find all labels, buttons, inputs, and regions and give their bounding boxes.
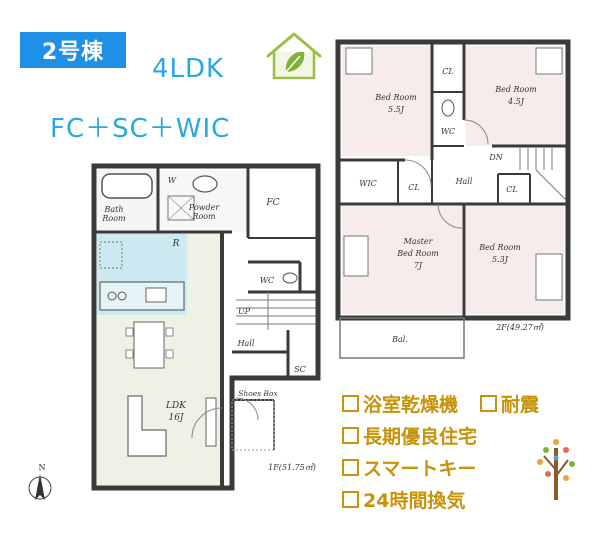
svg-text:Bath: Bath bbox=[103, 205, 123, 214]
svg-text:CL: CL bbox=[442, 67, 453, 76]
svg-text:16J: 16J bbox=[168, 413, 184, 423]
svg-text:Bed Room: Bed Room bbox=[396, 249, 439, 258]
svg-text:Bed Room: Bed Room bbox=[494, 85, 537, 94]
checkbox-icon bbox=[342, 427, 359, 444]
svg-text:R: R bbox=[172, 239, 180, 249]
svg-text:W: W bbox=[168, 176, 177, 185]
house-leaf-icon bbox=[266, 32, 322, 80]
checkbox-icon bbox=[480, 395, 497, 412]
svg-text:4.5J: 4.5J bbox=[507, 97, 525, 106]
layout-type-label: 4LDK bbox=[152, 54, 225, 84]
svg-text:Room: Room bbox=[101, 214, 126, 223]
svg-text:5.3J: 5.3J bbox=[492, 255, 509, 264]
feature-item: スマートキー bbox=[342, 454, 476, 481]
svg-text:LDK: LDK bbox=[165, 401, 187, 411]
svg-text:Powder: Powder bbox=[188, 203, 221, 212]
svg-text:2F(49.27㎡): 2F(49.27㎡) bbox=[495, 323, 544, 332]
svg-text:UP: UP bbox=[238, 307, 251, 316]
svg-text:Bed Room: Bed Room bbox=[374, 93, 417, 102]
checkbox-icon bbox=[342, 459, 359, 476]
svg-text:Shoes Box: Shoes Box bbox=[238, 389, 278, 398]
svg-text:WIC: WIC bbox=[359, 179, 377, 188]
svg-text:FC: FC bbox=[265, 198, 279, 208]
checkbox-icon bbox=[342, 395, 359, 412]
svg-text:N: N bbox=[39, 463, 46, 472]
svg-text:SC: SC bbox=[294, 365, 306, 374]
checkbox-icon bbox=[342, 491, 359, 508]
svg-text:Room: Room bbox=[191, 212, 216, 221]
svg-text:WC: WC bbox=[441, 127, 455, 136]
svg-text:DN: DN bbox=[488, 153, 503, 162]
floor1-plan: Bath Room Powder Room W FC WC UP Hall SC… bbox=[91, 163, 321, 491]
options-label: FC＋SC＋WIC bbox=[50, 114, 231, 144]
svg-text:CL: CL bbox=[506, 185, 517, 194]
feature-item: 耐震 bbox=[480, 390, 539, 417]
tree-icon bbox=[537, 439, 575, 500]
svg-text:Bal.: Bal. bbox=[391, 335, 408, 344]
svg-text:CL: CL bbox=[408, 183, 419, 192]
svg-text:1F(51.75㎡): 1F(51.75㎡) bbox=[268, 463, 316, 472]
svg-text:Hall: Hall bbox=[237, 339, 255, 348]
compass-icon: N bbox=[28, 463, 52, 500]
svg-text:Bed Room: Bed Room bbox=[478, 243, 521, 252]
svg-text:Hall: Hall bbox=[455, 177, 473, 186]
feature-item: 浴室乾燥機 bbox=[342, 390, 458, 417]
svg-text:7J: 7J bbox=[414, 261, 423, 270]
svg-text:WC: WC bbox=[260, 276, 274, 285]
building-badge: 2号棟 bbox=[20, 32, 126, 68]
feature-item: 長期優良住宅 bbox=[342, 422, 477, 449]
floor2-plan: Bed Room 5.5J Bed Room 4.5J CL WC DN WIC… bbox=[335, 39, 571, 359]
feature-item: 24時間換気 bbox=[342, 486, 465, 513]
svg-text:5.5J: 5.5J bbox=[388, 105, 405, 114]
svg-text:Master: Master bbox=[403, 237, 434, 246]
